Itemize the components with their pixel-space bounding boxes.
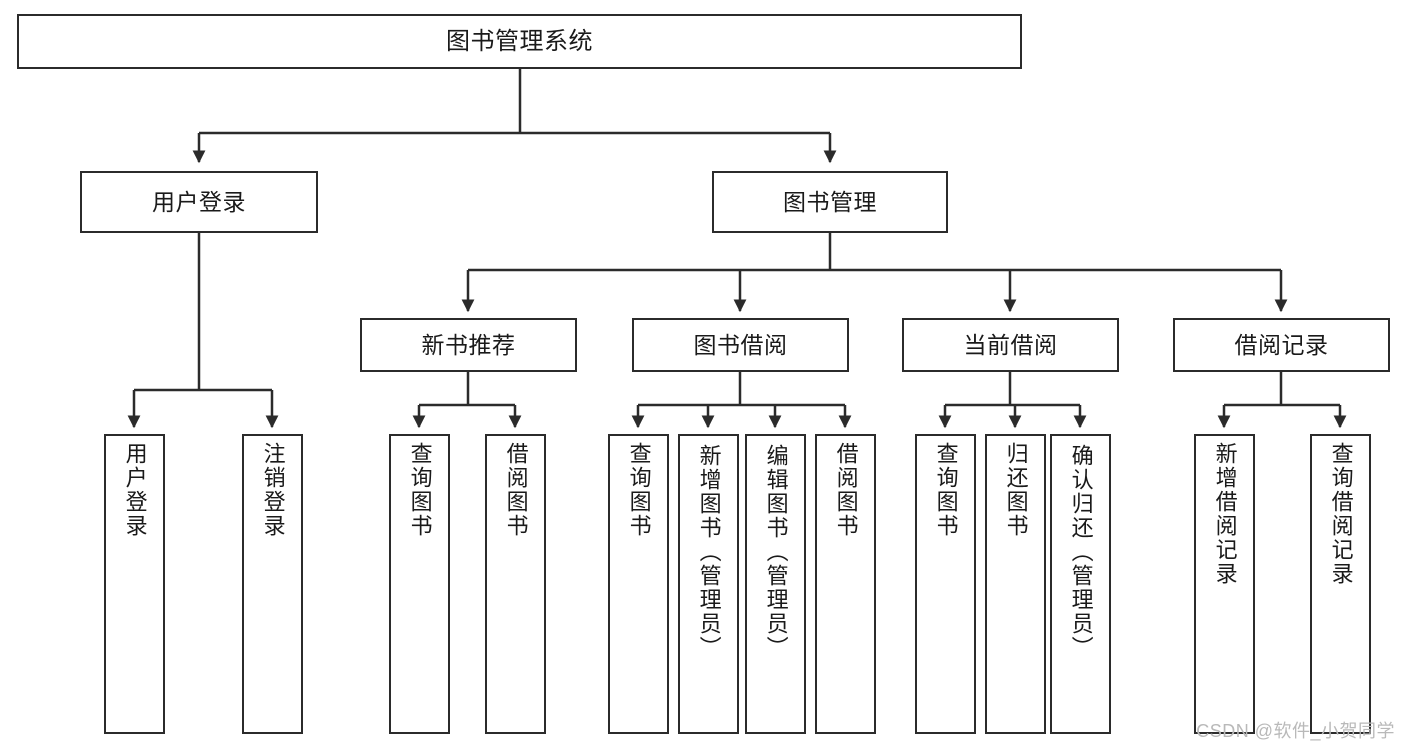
leaf-user-login-label: 用户登录 (122, 442, 148, 538)
leaf-user-logout-label: 注销登录 (260, 442, 286, 538)
leaf-borrow-add-book[interactable]: 新增图书（管理员） (678, 434, 739, 734)
leaf-current-confirm-return-label: 确认归还（管理员） (1068, 444, 1094, 660)
watermark: CSDN @软件_小贺同学 (1196, 721, 1395, 741)
leaf-current-query-book[interactable]: 查询图书 (915, 434, 976, 734)
leaf-borrow-borrow-book[interactable]: 借阅图书 (815, 434, 876, 734)
leaf-record-add-record[interactable]: 新增借阅记录 (1194, 434, 1255, 734)
node-user-login-label: 用户登录 (152, 188, 246, 215)
node-new-book-recommend[interactable]: 新书推荐 (360, 318, 577, 372)
leaf-user-login[interactable]: 用户登录 (104, 434, 165, 734)
node-current-borrow[interactable]: 当前借阅 (902, 318, 1119, 372)
leaf-record-query-record[interactable]: 查询借阅记录 (1310, 434, 1371, 734)
node-root[interactable]: 图书管理系统 (17, 14, 1022, 69)
leaf-current-return-book[interactable]: 归还图书 (985, 434, 1046, 734)
leaf-borrow-query-book[interactable]: 查询图书 (608, 434, 669, 734)
leaf-newbook-query-book-label: 查询图书 (407, 442, 433, 538)
node-borrow-record-label: 借阅记录 (1234, 331, 1329, 358)
leaf-borrow-edit-book-label: 编辑图书（管理员） (763, 444, 789, 660)
leaf-newbook-borrow-book-label: 借阅图书 (503, 442, 529, 538)
leaf-borrow-edit-book[interactable]: 编辑图书（管理员） (745, 434, 806, 734)
leaf-record-add-record-label: 新增借阅记录 (1212, 442, 1238, 586)
node-current-borrow-label: 当前借阅 (963, 331, 1058, 358)
leaf-record-query-record-label: 查询借阅记录 (1328, 442, 1354, 586)
leaf-current-return-book-label: 归还图书 (1003, 442, 1029, 538)
leaf-borrow-borrow-book-label: 借阅图书 (833, 442, 859, 538)
leaf-newbook-borrow-book[interactable]: 借阅图书 (485, 434, 546, 734)
node-borrow-record[interactable]: 借阅记录 (1173, 318, 1390, 372)
node-book-borrow[interactable]: 图书借阅 (632, 318, 849, 372)
node-new-book-recommend-label: 新书推荐 (421, 331, 516, 358)
leaf-borrow-add-book-label: 新增图书（管理员） (696, 444, 722, 660)
leaf-current-confirm-return[interactable]: 确认归还（管理员） (1050, 434, 1111, 734)
node-book-borrow-label: 图书借阅 (693, 331, 788, 358)
node-book-management-label: 图书管理 (783, 188, 877, 215)
node-user-login[interactable]: 用户登录 (80, 171, 318, 233)
leaf-borrow-query-book-label: 查询图书 (626, 442, 652, 538)
node-book-management[interactable]: 图书管理 (712, 171, 948, 233)
leaf-newbook-query-book[interactable]: 查询图书 (389, 434, 450, 734)
leaf-user-logout[interactable]: 注销登录 (242, 434, 303, 734)
leaf-current-query-book-label: 查询图书 (933, 442, 959, 538)
node-root-label: 图书管理系统 (446, 27, 593, 55)
